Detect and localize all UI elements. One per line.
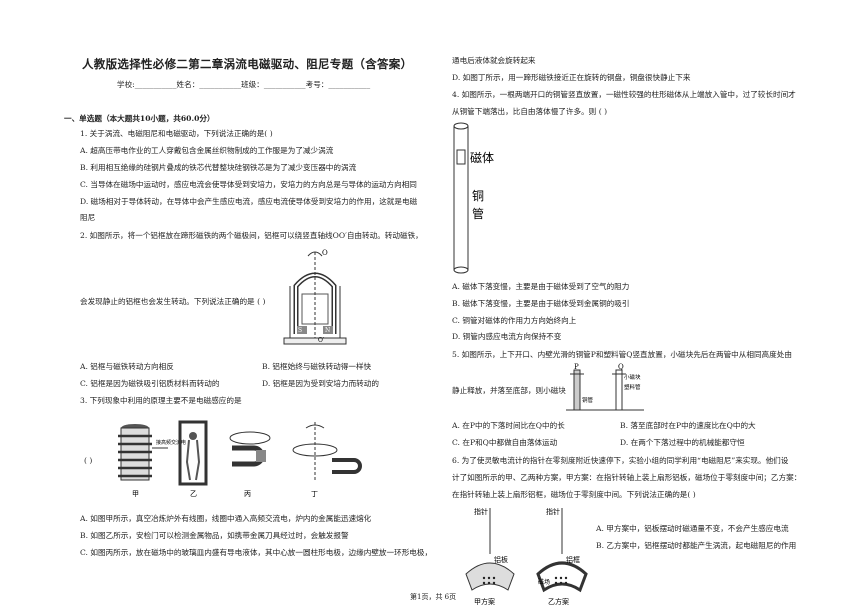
q4-option-b: B. 磁体下落变慢，主要是由于磁体受到金属铜的吸引	[452, 299, 630, 308]
q1-option-d: D. 磁场相对于导体转动，在导体中会产生感应电流，感应电流使导体受到安培力的作用…	[80, 197, 418, 206]
q2-option-b: B. 铝框始终与磁铁转动得一样快	[262, 362, 372, 371]
tube-label-p: P	[574, 363, 579, 371]
pointer-label-b: 指针	[546, 507, 560, 516]
furnace-coil-figure: 接高频交流电 甲	[118, 424, 186, 498]
q5-stem: 5. 如图所示，上下开口、内壁光滑的铜管P和塑料管Q竖直放置，小磁块先后在两管中…	[452, 350, 792, 359]
small-magnet-label: 小磁块	[624, 373, 641, 381]
copper-disc-figure: 丁	[292, 422, 362, 498]
plan-a-label: 甲方案	[474, 597, 495, 606]
q6-stem-cont1: 计了如图所示的甲、乙两种方案，甲方案：在指针转轴上装上扇形铝板，磁场位于零刻度中…	[452, 473, 802, 482]
q4-option-d: D. 铜管内感应电流方向保持不变	[452, 332, 562, 341]
figure-label-ding: 丁	[311, 490, 318, 498]
q2-label-o: O	[322, 249, 328, 257]
q3-stem: 3. 下列现象中利用的原理主要不是电磁感应的是	[80, 396, 242, 405]
q3-figures: 接高频交流电 甲 乙 丙 丁	[110, 418, 400, 504]
q2-figure-rotating-frame: O O′ S N	[280, 246, 350, 350]
q4-option-c: C. 铜管对磁体的作用力方向始终向上	[452, 316, 577, 325]
q2-stem-cont: 会发现静止的铝框也会发生转动。下列说法正确的是 ( )	[80, 297, 266, 306]
q1-option-a: A. 超高压带电作业的工人穿戴包含金属丝织物制成的工作服是为了减少涡流	[80, 146, 334, 155]
q1-option-c: C. 当导体在磁场中运动时，感应电流会使导体受到安培力，安培力的方向总是与导体的…	[80, 180, 417, 189]
q6-option-a: A. 甲方案中，铝板摆动时磁通量不变，不会产生感应电流	[596, 524, 789, 533]
q2-label-o-prime: O′	[318, 337, 325, 344]
figure-label-yi: 乙	[190, 490, 197, 498]
q2-option-d: D. 铝框是因为受到安培力而转动的	[262, 379, 379, 388]
security-gate-figure: 乙	[178, 420, 208, 498]
q4-stem: 4. 如图所示，一根两端开口的铜管竖直放置，一磁性较强的柱形磁体从上端放入管中，…	[452, 90, 796, 99]
tube-label-q: Q	[618, 363, 624, 371]
field-label: 磁场	[538, 578, 550, 586]
q2-label-n: N	[325, 327, 330, 334]
pipe-label-1: 铜	[472, 188, 484, 203]
q3-option-c: C. 如图丙所示，放在磁场中的玻璃皿内盛有导电液体，其中心放一圆柱形电极，边缘内…	[80, 548, 433, 557]
q6-stem: 6. 为了使灵敏电流计的指针在零刻度附近快速停下，实验小组的同学利用“电磁阻尼”…	[452, 456, 789, 465]
q6-figure-two-schemes: 指针 铝板 甲方案 指针 铝框 磁场 乙方案	[456, 504, 596, 612]
copper-tube-label: 铜管	[582, 396, 594, 404]
q6-stem-cont2: 在指针转轴上装上扇形铝框，磁场位于零刻度中间。下列说法正确的是( )	[452, 490, 696, 499]
student-info-line: 学校:___________姓名：___________班级：_________…	[117, 80, 371, 89]
document-title: 人教版选择性必修二第二章涡流电磁驱动、阻尼专题（含答案）	[82, 57, 413, 71]
magnet-label: 磁体	[470, 150, 494, 165]
al-plate-label: 铝板	[494, 555, 508, 564]
q5-option-d: D. 在两个下落过程中的机械能都守恒	[620, 438, 745, 447]
q5-option-c: C. 在P和Q中都做自由落体运动	[452, 438, 558, 447]
pointer-label-a: 指针	[474, 507, 488, 516]
q5-option-b: B. 落至底部时在P中的速度比在Q中的大	[620, 421, 756, 430]
q5-figure-two-tubes: P Q 小磁块 塑料管 铜管	[566, 362, 646, 418]
conducting-dish-figure: 丙	[229, 431, 271, 498]
q2-stem: 2. 如图所示，将一个铝框放在蹄形磁铁的两个磁极间，铝框可以绕竖直轴线OO′自由…	[80, 231, 423, 240]
q1-stem: 1. 关于涡流、电磁阻尼和电磁驱动，下列说法正确的是( )	[80, 129, 273, 138]
q3-option-d: D. 如图丁所示，用一蹄形磁铁接近正在旋转的铜盘，铜盘很快静止下来	[452, 73, 691, 82]
plastic-tube-label: 塑料管	[624, 383, 641, 391]
q1-option-d-cont: 阻尼	[80, 213, 96, 222]
q5-stem-cont: 静止释放，并落至底部，则小磁块	[452, 386, 566, 395]
figure-label-jia: 甲	[132, 490, 139, 498]
q2-option-c: C. 铝框是因为磁铁吸引铝质材料而转动的	[80, 379, 220, 388]
q3-option-c-cont: 通电后液体就会旋转起来	[452, 56, 536, 65]
q6-option-b: B. 乙方案中，铝框摆动时都能产生涡流，起电磁阻尼的作用	[596, 541, 797, 550]
figure-label-bing: 丙	[244, 490, 251, 498]
q3-option-b: B. 如图乙所示，安检门可以检测金属物品，如携带金属刀具经过时，会触发报警	[80, 531, 349, 540]
q4-stem-cont: 从铜管下端落出，比自由落体慢了许多。则 ( )	[452, 107, 608, 116]
q3-paren: ( )	[84, 456, 93, 465]
pipe-label-2: 管	[472, 206, 484, 221]
coil-label: 接高频交流电	[156, 439, 186, 446]
section-heading: 一、单选题（本大题共10小题，共60.0分）	[64, 114, 215, 123]
q5-option-a: A. 在P中的下落时间比在Q中的长	[452, 421, 565, 430]
q1-option-b: B. 利用相互绝缘的硅钢片叠成的铁芯代替整块硅钢铁芯是为了减少变压器中的涡流	[80, 163, 357, 172]
q4-option-a: A. 磁体下落变慢，主要是由于磁体受到了空气的阻力	[452, 282, 630, 291]
q2-option-a: A. 铝框与磁铁转动方向相反	[80, 362, 174, 371]
q3-option-a: A. 如图甲所示，真空冶炼炉外有线圈，线圈中通入高频交流电，炉内的金属能迅速熔化	[80, 514, 372, 523]
q2-label-s: S	[298, 327, 302, 334]
plan-b-label: 乙方案	[548, 597, 569, 606]
page-footer: 第1页，共 6页	[410, 593, 457, 601]
al-frame-label: 铝框	[566, 555, 580, 564]
q4-figure-copper-pipe: 磁体 铜 管	[448, 118, 508, 282]
